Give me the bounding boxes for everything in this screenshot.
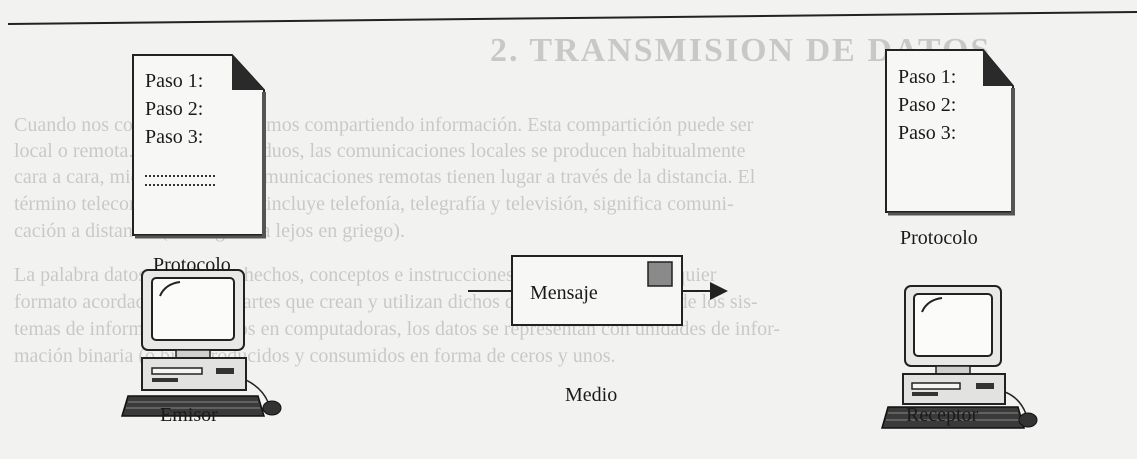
sender-step-3: Paso 3: — [145, 126, 204, 148]
receiver-protocol-document-icon — [885, 49, 1015, 216]
message-label: Mensaje — [530, 282, 598, 304]
receiver-device-label: Receptor — [906, 404, 979, 426]
medium-label: Medio — [565, 384, 618, 406]
medium-message-diagram — [468, 255, 728, 326]
sender-device-label: Emisor — [160, 404, 218, 426]
sender-protocol-document-icon — [132, 54, 266, 239]
receiver-step-2: Paso 2: — [898, 94, 957, 116]
receiver-step-1: Paso 1: — [898, 66, 957, 88]
sender-protocol-label: Protocolo — [153, 254, 231, 276]
receiver-computer-icon — [881, 285, 1038, 429]
sender-computer-icon — [120, 269, 282, 417]
arrow-head-icon — [710, 282, 728, 300]
sender-step-2: Paso 2: — [145, 98, 204, 120]
message-packet-icon — [647, 261, 673, 287]
receiver-step-3: Paso 3: — [898, 122, 957, 144]
sender-step-1: Paso 1: — [145, 70, 204, 92]
top-rule — [7, 11, 1137, 25]
receiver-protocol-label: Protocolo — [900, 227, 978, 249]
